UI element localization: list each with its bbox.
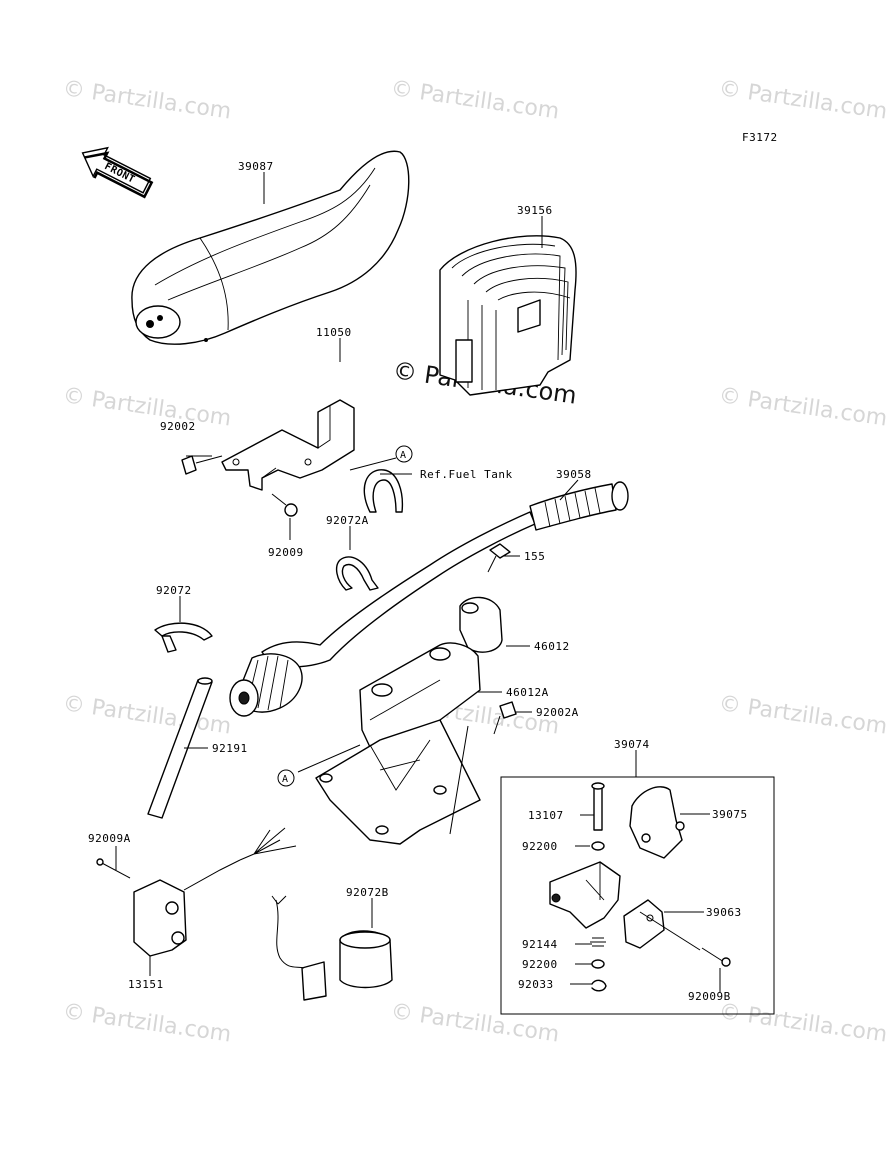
label-39074: 39074: [614, 738, 650, 751]
holder-46012: [459, 596, 503, 653]
watermark: © Partzilla.com: [389, 999, 561, 1047]
bolt-155: [487, 543, 511, 573]
label-11050: 11050: [316, 326, 352, 339]
callout-a-top: A: [395, 445, 413, 463]
label-92009: 92009: [268, 546, 304, 559]
label-39156: 39156: [517, 204, 553, 217]
label-92144: 92144: [522, 938, 558, 951]
label-92009B: 92009B: [688, 990, 731, 1003]
label-39058: 39058: [556, 468, 592, 481]
label-92002A: 92002A: [536, 706, 579, 719]
cover-39063: [623, 899, 665, 949]
pin-13107: [591, 782, 605, 831]
clamp-92072A: [335, 556, 379, 591]
clamp-92072: [154, 622, 213, 653]
watermark: © Partzilla.com: [61, 383, 233, 431]
watermark: © Partzilla.com: [717, 999, 889, 1047]
label-92200-top: 92200: [522, 840, 558, 853]
watermark: © Partzilla.com: [717, 383, 889, 431]
watermark: © Partzilla.com: [61, 691, 233, 739]
label-92191: 92191: [212, 742, 248, 755]
label-46012: 46012: [534, 640, 570, 653]
bolt-92002: [181, 455, 223, 475]
handlebar-cover-39087: [131, 150, 410, 345]
screw-92009B: [701, 947, 731, 967]
leader-lines: [115, 172, 721, 992]
bolt-92009: [271, 493, 298, 517]
label-ref-fuel-tank: Ref.Fuel Tank: [420, 468, 513, 481]
pad-39156: [439, 235, 577, 396]
part-labels: 39087 39156 11050 92002 Ref.Fuel Tank 92…: [88, 160, 748, 1003]
clamp-92072B: [271, 895, 393, 1001]
washer-92200-top: [591, 841, 605, 851]
callout-a-label: A: [282, 774, 289, 785]
spring-92144: [590, 937, 606, 947]
label-92072A: 92072A: [326, 514, 369, 527]
label-39063: 39063: [706, 906, 742, 919]
mount-base: [315, 719, 481, 845]
bracket-11050: [221, 399, 355, 491]
circlip-92033: [591, 979, 607, 992]
fuel-hose-ref: [363, 469, 404, 513]
label-92072B: 92072B: [346, 886, 389, 899]
front-arrow-icon: FRONT: [81, 146, 154, 199]
watermark: © Partzilla.com: [717, 691, 889, 739]
lever-39075: [629, 786, 685, 859]
label-92009A: 92009A: [88, 832, 131, 845]
assembly-box-39074: [500, 776, 775, 1015]
label-92033: 92033: [518, 978, 554, 991]
label-46012A: 46012A: [506, 686, 549, 699]
throttle-housing: [549, 861, 621, 929]
label-155: 155: [524, 550, 545, 563]
callout-a-top-leader: [349, 457, 397, 471]
handlebar-39058: [229, 481, 629, 717]
watermark-group: © Partzilla.com © Partzilla.com © Partzi…: [61, 76, 889, 1047]
hose-92191: [147, 677, 213, 819]
washer-92200-bottom: [591, 959, 605, 969]
label-39075: 39075: [712, 808, 748, 821]
watermark: © Partzilla.com: [389, 76, 561, 124]
bolt-92002A: [493, 701, 517, 735]
label-92002: 92002: [160, 420, 196, 433]
label-92200-bottom: 92200: [522, 958, 558, 971]
watermark: © Partzilla.com: [61, 999, 233, 1047]
label-13107: 13107: [528, 809, 564, 822]
callout-a-bottom: A: [277, 769, 295, 787]
switch-13151: [96, 827, 297, 957]
label-92072: 92072: [156, 584, 192, 597]
watermark: © Partzilla.com: [717, 76, 889, 124]
callout-a-label: A: [400, 450, 407, 461]
watermark: © Partzilla.com: [61, 76, 233, 124]
diagram-code: F3172: [742, 131, 778, 144]
label-39087: 39087: [238, 160, 274, 173]
label-13151: 13151: [128, 978, 164, 991]
